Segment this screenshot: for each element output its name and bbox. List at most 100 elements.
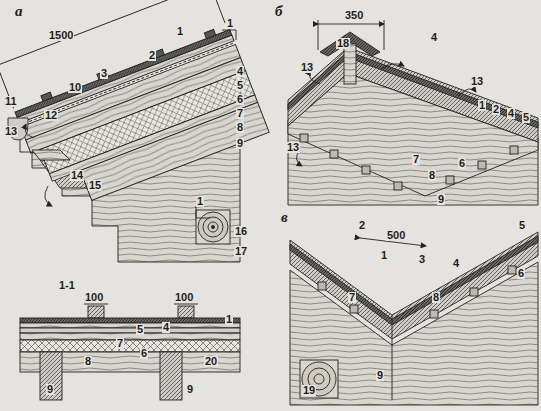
callout-number: 6 (458, 158, 466, 169)
callout-number: 1 (226, 18, 234, 29)
callout-number: 3 (100, 68, 108, 79)
callout-number: 7 (116, 338, 124, 349)
callout-number: 10 (68, 82, 82, 93)
callout-number: 2 (492, 104, 500, 115)
callout-number: 9 (376, 370, 384, 381)
drawing-stroke (300, 360, 338, 398)
drawing-stroke (88, 306, 104, 318)
drawing-stroke (208, 222, 218, 232)
callout-number: 6 (140, 348, 148, 359)
panel-letter: б (274, 4, 284, 19)
drawing-stroke (446, 176, 454, 184)
drawing-stroke (302, 362, 336, 396)
drawing-stroke (20, 318, 240, 323)
callout-number: 3 (418, 254, 426, 265)
drawing-stroke (384, 20, 385, 50)
drawing-stroke (430, 310, 438, 318)
drawing-stroke (318, 266, 516, 318)
callout-number: 1 (176, 26, 184, 37)
drawing-stroke (290, 236, 538, 325)
callout-number: 7 (348, 292, 356, 303)
drawing-stroke (392, 315, 393, 400)
drawing-stroke (174, 304, 198, 305)
callout-number: 13 (300, 62, 314, 73)
callout-number: 20 (204, 356, 218, 367)
callout-number: 11 (4, 96, 18, 107)
callout-number: 4 (507, 108, 515, 119)
callout-number: 18 (336, 38, 350, 49)
callout-number: 4 (236, 66, 244, 77)
drawing-stroke (84, 304, 108, 305)
callout-number: 9 (186, 384, 194, 395)
callout-number: 5 (136, 324, 144, 335)
callout-number: 14 (70, 170, 84, 181)
drawing-stroke (20, 328, 240, 333)
callout-number: 6 (236, 94, 244, 105)
callout-number: 9 (437, 194, 445, 205)
callout-number: 500 (386, 230, 406, 241)
drawing-stroke (290, 232, 538, 339)
callout-number: 17 (234, 246, 248, 257)
callout-number: 12 (44, 110, 58, 121)
callout-number: 9 (236, 138, 244, 149)
drawing-stroke (80, 102, 269, 200)
drawing-stroke (478, 161, 486, 169)
drawing-stroke (20, 323, 240, 328)
panel-letter: в (280, 210, 289, 225)
callout-number: 5 (518, 220, 526, 231)
callout-number: 8 (84, 356, 92, 367)
callout-number: 4 (452, 258, 460, 269)
callout-number: 6 (517, 268, 525, 279)
drawing-stroke (318, 24, 384, 25)
callout-number: 4 (430, 32, 438, 43)
callout-number: 2 (358, 220, 366, 231)
drawing-stroke (344, 44, 356, 84)
drawing-stroke (300, 134, 308, 142)
drawing-stroke (318, 20, 319, 50)
drawing-stroke (208, 0, 225, 23)
drawing-stroke (0, 0, 269, 215)
drawing-stroke (0, 0, 538, 405)
drawing-stroke (510, 146, 518, 154)
drawing-stroke (380, 64, 404, 70)
drawing-stroke (196, 210, 230, 244)
drawing-stroke (25, 124, 34, 138)
drawing-stroke (288, 76, 538, 196)
drawing-stroke (178, 306, 194, 318)
callout-number: 13 (4, 126, 18, 137)
drawing-stroke (362, 166, 370, 174)
drawing-stroke (330, 150, 338, 158)
callout-number: 13 (286, 142, 300, 153)
drawing-stroke (40, 352, 62, 400)
drawing-stroke (160, 352, 182, 400)
drawing-stroke (20, 340, 240, 352)
callout-number: 2 (148, 50, 156, 61)
drawing-stroke (41, 92, 52, 101)
callout-number: 1 (380, 250, 388, 261)
callout-number: 1 (478, 100, 486, 111)
callout-number: 8 (428, 170, 436, 181)
callout-number: 1500 (48, 30, 74, 41)
callout-number: 19 (302, 385, 316, 396)
drawing-stroke (45, 186, 52, 206)
callout-number: 8 (236, 122, 244, 133)
drawing-stroke (222, 30, 236, 40)
callout-number: 16 (234, 226, 248, 237)
drawing-stroke (212, 226, 215, 229)
drawing-stroke (198, 212, 228, 242)
drawing-stroke (350, 305, 358, 313)
panel-letter: а (14, 4, 24, 19)
callout-number: 100 (84, 292, 104, 303)
callout-number: 15 (88, 180, 102, 191)
drawing-stroke (0, 0, 210, 65)
callout-number: 5 (522, 112, 530, 123)
callout-number: 5 (236, 80, 244, 91)
drawing-stroke (196, 206, 210, 218)
drawing-stroke (203, 217, 223, 237)
drawing-stroke (394, 182, 402, 190)
drawing-stroke (204, 29, 215, 38)
drawing-stroke (314, 374, 324, 384)
callout-number: 350 (344, 10, 364, 21)
drawing-stroke (458, 89, 476, 96)
